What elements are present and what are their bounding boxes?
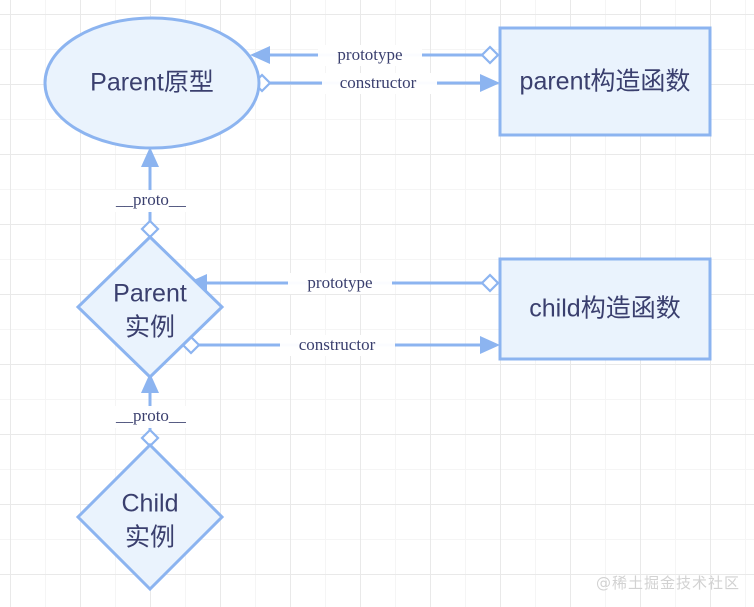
node-child-instance-shape [75, 442, 225, 592]
edge-prototype-child-diamond [480, 273, 500, 293]
edge-constructor-parent-label-bg [322, 73, 437, 94]
node-child-instance-label-line2: 实例 [125, 524, 175, 552]
edge-prototype-parent-label: prototype [337, 45, 402, 64]
node-parent-instance[interactable]: Parent 实例 [75, 234, 225, 380]
edge-constructor-parent-label: constructor [340, 73, 417, 92]
node-child-constructor[interactable]: child构造函数 [498, 257, 712, 361]
node-parent-prototype[interactable]: Parent原型 [43, 16, 261, 150]
edge-proto-child-instance-label: __proto__ [115, 406, 186, 425]
node-parent-instance-shape [75, 234, 225, 380]
edge-prototype-parent-arrowhead [250, 46, 270, 64]
node-child-instance-label-line1: Child [122, 490, 179, 518]
node-child-constructor-label: child构造函数 [529, 295, 680, 323]
node-parent-constructor-label: parent构造函数 [520, 68, 691, 96]
node-parent-instance-label-line1: Parent [113, 280, 187, 308]
node-child-constructor-shape [498, 257, 712, 361]
edge-prototype-child-label: prototype [307, 273, 372, 292]
edge-constructor-child-label-bg [280, 335, 395, 356]
edge-constructor-child[interactable]: constructor [181, 335, 500, 356]
edge-proto-parent-instance-label-bg [100, 190, 202, 212]
edge-constructor-child-arrowhead [480, 336, 500, 354]
edge-prototype-child[interactable]: prototype [187, 273, 500, 294]
edge-proto-child-instance-label-bg [100, 406, 202, 428]
edge-prototype-parent-diamond [480, 45, 500, 65]
edge-proto-child-instance[interactable]: __proto__ [100, 373, 202, 448]
node-parent-constructor[interactable]: parent构造函数 [498, 26, 712, 137]
node-child-instance[interactable]: Child 实例 [75, 442, 225, 592]
node-parent-instance-label-line2: 实例 [125, 314, 175, 342]
edge-constructor-parent-arrowhead [480, 74, 500, 92]
edge-proto-parent-instance-diamond [140, 219, 160, 239]
node-parent-prototype-shape [43, 16, 261, 150]
watermark: @稀土掘金技术社区 [595, 574, 740, 592]
edge-prototype-parent-label-bg [318, 45, 422, 66]
edge-constructor-parent[interactable]: constructor [252, 73, 500, 94]
edge-proto-child-instance-arrowhead [141, 373, 159, 393]
edge-proto-parent-instance[interactable]: __proto__ [100, 147, 202, 239]
node-parent-prototype-label: Parent原型 [90, 69, 214, 97]
node-parent-constructor-shape [498, 26, 712, 137]
edge-proto-parent-instance-arrowhead [141, 147, 159, 167]
edge-proto-parent-instance-label: __proto__ [115, 190, 186, 209]
edge-constructor-child-label: constructor [299, 335, 376, 354]
edge-prototype-child-label-bg [288, 273, 392, 294]
edge-prototype-parent[interactable]: prototype [250, 45, 500, 66]
